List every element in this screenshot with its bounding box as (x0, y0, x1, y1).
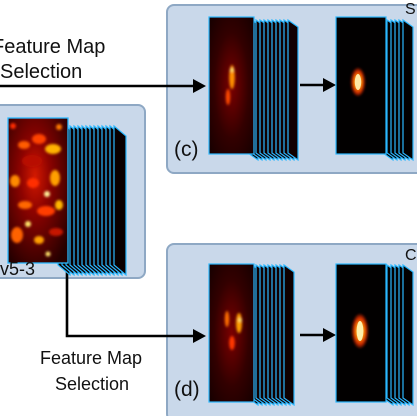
input-feature-map-stack (7, 117, 127, 277)
input-feature-hotspots (10, 123, 63, 257)
bottom-selection-arrowhead (193, 329, 206, 343)
input-stack-layers (57, 124, 127, 277)
panel-c-arrowhead (323, 78, 336, 92)
panel-c-output-map-stack (335, 16, 414, 162)
panel-d-arrowhead (323, 328, 336, 342)
top-right-clipped-label: S (405, 1, 416, 18)
panel-d-selected-feature-front (208, 263, 255, 403)
top-selection-arrowhead (193, 79, 206, 93)
bottom-selection-label-line-1: Feature Map (40, 348, 143, 368)
top-selection-label-line-1: Feature Map (0, 36, 106, 58)
left-stack-caption: v5-3 (0, 259, 36, 279)
top-selection-label-line-2: Selection (0, 61, 83, 83)
panel-c-selected-feature-stack (208, 16, 299, 162)
bottom-selection-arrow-shaft (65, 270, 194, 338)
panel-d-output-hotspot (352, 314, 368, 348)
panel-c-output-stack-layers (382, 18, 414, 162)
panel-c-selected-stack-layers (247, 18, 299, 162)
panel-d-output-map-stack (335, 263, 414, 407)
panel-d-label: (d) (174, 378, 200, 401)
bottom-right-clipped-label: C (405, 247, 417, 264)
panel-d-selected-stack-layers (247, 263, 295, 407)
panel-c-selected-feature-front (208, 16, 255, 155)
panel-d-feature-hotspots (224, 311, 242, 350)
panel-d-output-stack-layers (382, 263, 414, 407)
panel-c-label: (c) (174, 138, 199, 161)
bottom-selection-label-line-2: Selection (55, 374, 130, 394)
panel-d-selected-feature-stack (208, 263, 295, 407)
panel-c-output-hotspot (351, 68, 365, 96)
panel-c-feature-hotspots (225, 65, 235, 105)
